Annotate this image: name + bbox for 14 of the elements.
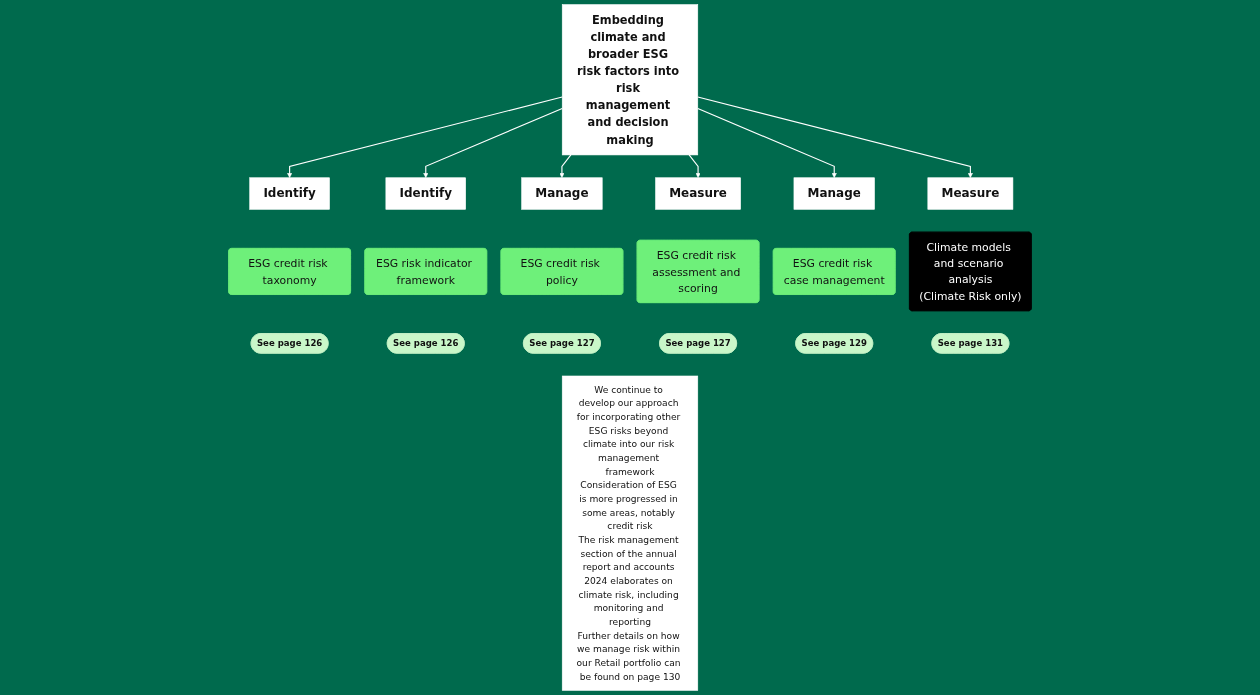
- node-box: Manage: [521, 177, 603, 210]
- node-box: We continue to develop our approach for incorporating other ESG risks beyond climate into our risk management framework Consideration of ESG is more progressed in some areas, notably credit risk The risk management section of the annual report and accounts 2024 elaborates on climate risk, including monitoring and reporting Further details on how we manage risk within our Retail portfolio can be found on page 130: [561, 375, 699, 691]
- node-box: Measure: [655, 177, 741, 210]
- arrow: [287, 96, 563, 178]
- node-box: Embedding climate and broader ESG risk factors into risk management and decision making: [561, 4, 699, 156]
- node-box: Measure: [927, 177, 1014, 210]
- arrow: [688, 154, 701, 178]
- node-box: Identify: [385, 177, 466, 210]
- arrow: [697, 107, 837, 178]
- node-box: Identify: [249, 177, 330, 210]
- arrow: [423, 107, 563, 178]
- node-box: Manage: [793, 177, 875, 210]
- arrow: [697, 96, 973, 178]
- arrow: [559, 154, 572, 178]
